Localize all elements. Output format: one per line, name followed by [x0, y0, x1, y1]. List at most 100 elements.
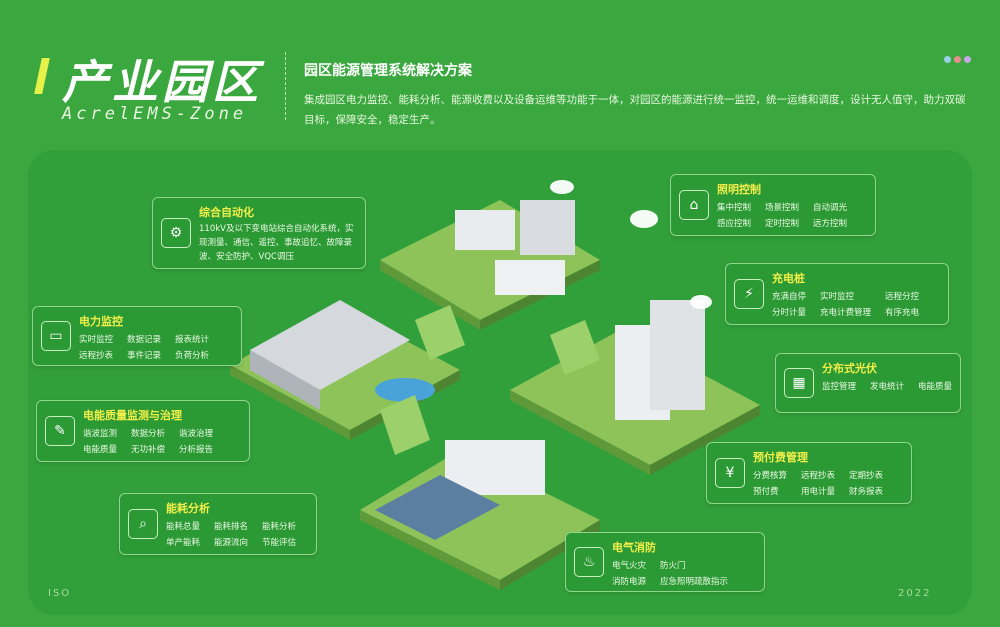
item: 能耗排名 — [214, 522, 249, 532]
gear-icon: ⚙ — [161, 218, 191, 248]
stairs-center — [415, 305, 465, 360]
card-energy[interactable]: ⌕ 能耗分析 能耗总量 能耗排名 能耗分析 单产能耗 能源流向 节能评估 — [119, 493, 317, 555]
card-prepaid[interactable]: ¥ 预付费管理 分费核算 远程抄表 定期抄表 预付费 用电计量 财务报表 — [706, 442, 912, 504]
park-illustration — [230, 200, 760, 590]
item: 谐波监测 — [83, 429, 118, 439]
item: 电能质量 — [918, 382, 953, 392]
item: 实时监控 — [79, 335, 114, 345]
card-charging[interactable]: ⚡ 充电桩 充满自停 实时监控 远程分控 分时计量 充电计费管理 有序充电 — [725, 263, 949, 325]
item: 报表统计 — [175, 335, 210, 345]
card-title: 电能质量监测与治理 — [83, 409, 182, 422]
prepaid-icon: ¥ — [715, 458, 745, 488]
card-items: 监控管理 发电统计 电能质量 — [822, 380, 952, 392]
title-accent-bar — [34, 58, 50, 94]
footer-left: ISO — [48, 588, 72, 599]
item: 消防电源 — [612, 577, 647, 587]
header-divider — [285, 52, 287, 120]
item: 能耗分析 — [262, 522, 297, 532]
item: 远程抄表 — [801, 471, 836, 481]
card-title: 电气消防 — [612, 541, 656, 554]
cloud — [630, 210, 658, 228]
card-power-monitor[interactable]: ▭ 电力监控 实时监控 数据记录 报表统计 远程抄表 事件记录 负荷分析 — [32, 306, 242, 366]
item: 远方控制 — [813, 219, 848, 229]
analysis-icon: ⌕ — [128, 509, 158, 539]
lamp-icon: ⌂ — [679, 190, 709, 220]
page-subtitle-en: AcrelEMS-Zone — [62, 104, 248, 124]
footer-year: 2022 — [898, 588, 932, 599]
pond — [375, 378, 435, 402]
fire-extinguisher-icon: ♨ — [574, 547, 604, 577]
solution-title: 园区能源管理系统解决方案 — [304, 63, 472, 79]
item: 电气火灾 — [612, 561, 647, 571]
solar-panel-icon: ▦ — [784, 368, 814, 398]
item: 预付费 — [753, 487, 779, 497]
item: 定时控制 — [765, 219, 800, 229]
item: 能源流向 — [214, 538, 249, 548]
item: 数据分析 — [131, 429, 166, 439]
card-title: 分布式光伏 — [822, 362, 877, 375]
card-title: 电力监控 — [79, 315, 123, 328]
monitor-icon: ▭ — [41, 321, 71, 351]
item: 实时监控 — [820, 292, 855, 302]
dot-red — [954, 56, 961, 63]
item: 应急照明疏散指示 — [660, 577, 729, 587]
item: 用电计量 — [801, 487, 836, 497]
card-title: 能耗分析 — [166, 502, 210, 515]
item: 无功补偿 — [131, 445, 166, 455]
card-items: 实时监控 数据记录 报表统计 远程抄表 事件记录 负荷分析 — [79, 333, 209, 361]
card-title: 预付费管理 — [753, 451, 808, 464]
card-items: 电气火灾 防火门 消防电源 应急照明疏散指示 — [612, 559, 728, 587]
card-items: 集中控制 场景控制 自动调光 感应控制 定时控制 远方控制 — [717, 201, 847, 229]
item: 自动调光 — [813, 203, 848, 213]
warehouse-left — [250, 300, 410, 390]
item: 负荷分析 — [175, 351, 210, 361]
item: 分析报告 — [179, 445, 214, 455]
item: 电能质量 — [83, 445, 118, 455]
card-items: 谐波监测 数据分析 谐波治理 电能质量 无功补偿 分析报告 — [83, 427, 213, 455]
dot-blue — [944, 56, 951, 63]
card-pv[interactable]: ▦ 分布式光伏 监控管理 发电统计 电能质量 — [775, 353, 961, 413]
item: 节能评估 — [262, 538, 297, 548]
card-lighting[interactable]: ⌂ 照明控制 集中控制 场景控制 自动调光 感应控制 定时控制 远方控制 — [670, 174, 876, 236]
charger-icon: ⚡ — [734, 279, 764, 309]
cloud — [550, 180, 574, 194]
solution-description: 集成园区电力监控、能耗分析、能源收费以及设备运维等功能于一体，对园区的能源进行统… — [304, 94, 966, 126]
cloud — [690, 295, 712, 309]
quality-icon: ✎ — [45, 416, 75, 446]
item: 有序充电 — [885, 308, 920, 318]
item: 财务报表 — [849, 487, 884, 497]
item: 谐波治理 — [179, 429, 214, 439]
item: 场景控制 — [765, 203, 800, 213]
solar-field — [375, 475, 500, 540]
dot-purple — [964, 56, 971, 63]
card-automation[interactable]: ⚙ 综合自动化 110kV及以下变电站综合自动化系统，实现测量、通信、遥控、事故… — [152, 197, 366, 269]
item: 能耗总量 — [166, 522, 201, 532]
item: 感应控制 — [717, 219, 752, 229]
item: 发电统计 — [870, 382, 905, 392]
card-items: 分费核算 远程抄表 定期抄表 预付费 用电计量 财务报表 — [753, 469, 883, 497]
card-title: 充电桩 — [772, 272, 805, 285]
item: 单产能耗 — [166, 538, 201, 548]
page-title: 产业园区 — [62, 55, 262, 109]
item: 数据记录 — [127, 335, 162, 345]
window-dots — [944, 56, 971, 63]
item: 远程抄表 — [79, 351, 114, 361]
card-items: 能耗总量 能耗排名 能耗分析 单产能耗 能源流向 节能评估 — [166, 520, 296, 548]
card-title: 照明控制 — [717, 183, 761, 196]
item: 监控管理 — [822, 382, 857, 392]
factory-building-top — [455, 210, 515, 250]
item: 分时计量 — [772, 308, 807, 318]
item: 充电计费管理 — [820, 308, 872, 318]
card-title: 综合自动化 — [199, 206, 254, 219]
card-fire[interactable]: ♨ 电气消防 电气火灾 防火门 消防电源 应急照明疏散指示 — [565, 532, 765, 592]
item: 定期抄表 — [849, 471, 884, 481]
item: 远程分控 — [885, 292, 920, 302]
item: 事件记录 — [127, 351, 162, 361]
card-text: 110kV及以下变电站综合自动化系统，实现测量、通信、遥控、事故追忆、故障录波、… — [199, 224, 354, 262]
item: 充满自停 — [772, 292, 807, 302]
card-items: 充满自停 实时监控 远程分控 分时计量 充电计费管理 有序充电 — [772, 290, 919, 318]
item: 集中控制 — [717, 203, 752, 213]
card-quality[interactable]: ✎ 电能质量监测与治理 谐波监测 数据分析 谐波治理 电能质量 无功补偿 分析报… — [36, 400, 250, 462]
page-header: 产业园区 AcrelEMS-Zone 园区能源管理系统解决方案 集成园区电力监控… — [0, 0, 1000, 150]
item: 分费核算 — [753, 471, 788, 481]
